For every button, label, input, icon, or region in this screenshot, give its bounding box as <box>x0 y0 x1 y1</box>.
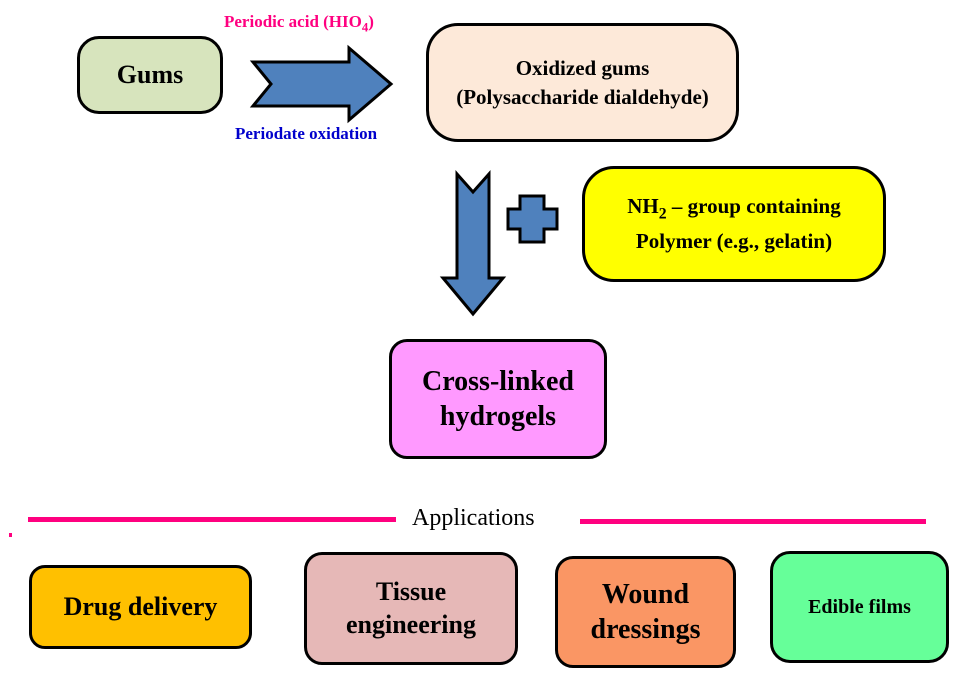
oxidized-line2: (Polysaccharide dialdehyde) <box>456 84 709 109</box>
group-containing-text: – group containing <box>666 194 841 219</box>
reagent-subscript: 4 <box>361 20 369 35</box>
application-tissue-engineering: Tissue engineering <box>304 552 518 665</box>
application-label: Edible films <box>808 595 911 618</box>
applications-divider-left <box>28 517 396 522</box>
nh-text: NH <box>627 194 659 219</box>
plus-icon <box>506 194 559 244</box>
stray-dot <box>9 533 12 537</box>
application-edible-films: Edible films <box>770 551 949 663</box>
hydrogels-line2: hydrogels <box>439 401 557 432</box>
applications-title: Applications <box>412 505 535 531</box>
reagent-text: Periodic acid (HIO <box>224 12 362 31</box>
applications-divider-right <box>580 519 926 524</box>
reagent-label: Periodic acid (HIO4) <box>224 12 374 35</box>
amine-polymer-line2: Polymer (e.g., gelatin) <box>635 229 833 253</box>
oxidized-gums-node: Oxidized gums (Polysaccharide dialdehyde… <box>426 23 739 142</box>
down-arrow-icon <box>439 170 507 317</box>
gums-node: Gums <box>77 36 223 114</box>
process-label: Periodate oxidation <box>235 124 378 143</box>
application-drug-delivery: Drug delivery <box>29 565 252 649</box>
application-label-line2: engineering <box>346 609 476 639</box>
application-label: Drug delivery <box>63 591 218 621</box>
amine-polymer-line1: NH2 – group containing <box>627 189 840 224</box>
nh2-subscript: 2 <box>658 205 667 223</box>
oxidized-line1: Oxidized gums <box>515 56 650 81</box>
hydrogels-line1: Cross-linked <box>422 366 574 397</box>
gums-label: Gums <box>116 59 184 89</box>
cross-linked-hydrogels-node: Cross-linked hydrogels <box>389 339 607 459</box>
application-wound-dressings: Wound dressings <box>555 556 736 668</box>
application-label-line1: Tissue <box>375 577 447 606</box>
reagent-suffix: ) <box>368 12 374 31</box>
amine-polymer-node: NH2 – group containing Polymer (e.g., ge… <box>582 166 886 282</box>
application-label-line1: Wound <box>601 579 690 610</box>
application-label-line2: dressings <box>590 614 701 645</box>
right-arrow-icon <box>249 44 394 124</box>
